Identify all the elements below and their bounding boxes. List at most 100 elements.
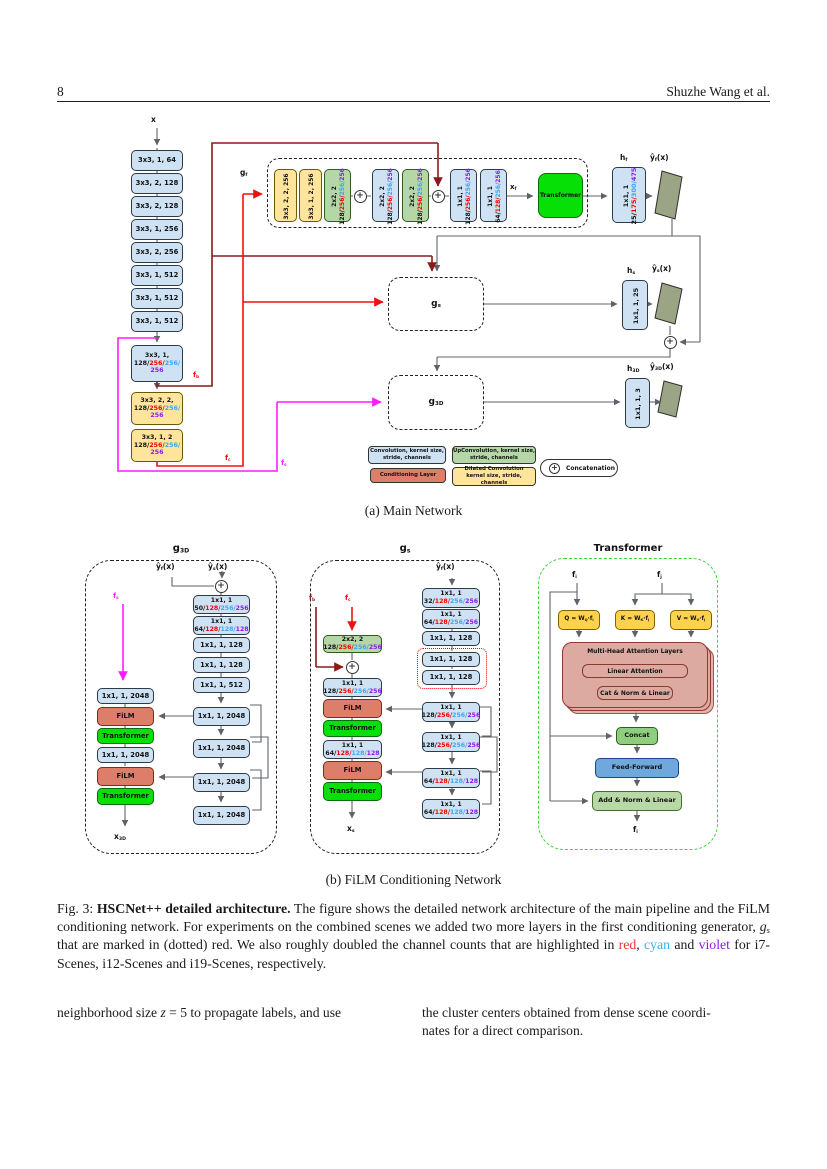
fc-lines — [156, 194, 244, 467]
dilated-conv-block: 3x3, 1, 2, 256 — [299, 169, 322, 222]
conv-block: 3x3, 2, 128 — [131, 173, 183, 194]
figure-caption: Fig. 3: HSCNet++ detailed architecture. … — [57, 901, 771, 971]
fb-lines — [156, 142, 438, 667]
concat-icon: + — [663, 335, 677, 349]
transformer-block: Transformer — [323, 720, 382, 737]
fs-lines — [117, 337, 278, 472]
cat-norm-linear-block: Cat & Norm & Linear — [597, 686, 673, 700]
g3d-generator-box: g3D — [388, 375, 484, 430]
h3d-label: h3D — [627, 364, 640, 375]
film-block: FiLM — [97, 767, 154, 786]
concat-icon: + — [353, 189, 367, 203]
conv-block: 3x3, 2, 128 — [131, 196, 183, 217]
hs-conv-block: 1x1, 1, 25 — [622, 280, 648, 330]
gs-fb-label: fb — [309, 594, 316, 603]
y3d-label: ŷ3D(x) — [650, 362, 674, 373]
concat-icon: + — [431, 189, 445, 203]
conv-block: 1x1, 1, 128 — [193, 637, 250, 653]
gs-panel-title: gs — [399, 543, 411, 555]
transformer-block: Transformer — [323, 782, 382, 801]
conv-block: 1x1, 1, 2048 — [193, 707, 250, 726]
g3d-panel-title: g3D — [172, 543, 190, 555]
running-title: Shuzhe Wang et al. — [666, 84, 770, 99]
fb-arrows — [316, 143, 443, 672]
added-layers-dotted-box — [417, 648, 487, 689]
g3d-output-label: x3D — [114, 832, 126, 843]
legend-convolution: Convolution, kernel size,stride, channel… — [368, 446, 446, 464]
input-x-label: x — [151, 115, 156, 124]
legend-conditioning-layer: Conditioning Layer — [370, 468, 446, 483]
conv-block: 3x3, 2, 256 — [131, 242, 183, 263]
block-text: 1x1, 1, 25 — [631, 287, 640, 325]
conv-block: 3x3, 1, 512 — [131, 265, 183, 286]
gs-generator-box: gs — [388, 277, 484, 331]
hs-label: hs — [627, 266, 636, 277]
g3d-input-ys: ŷs(x) — [208, 562, 228, 573]
concat-icon: + — [549, 462, 560, 474]
query-block: Q = WQ·fi — [558, 610, 600, 630]
fc-label: fc — [225, 454, 231, 463]
hf-label: hf — [620, 153, 628, 164]
h3d-conv-block: 1x1, 1, 3 — [625, 378, 650, 428]
concat-icon: + — [214, 579, 228, 593]
page-number: 8 — [57, 84, 64, 99]
fj-label: fj — [657, 570, 662, 581]
transformer-block: Transformer — [97, 728, 154, 744]
concat-icon: + — [345, 660, 359, 674]
conv-block: 1x1, 1, 512 — [193, 677, 250, 693]
conv-block: 1x1, 1, 128 — [193, 657, 250, 673]
block-text: 3x3, 1, 2, 256 — [307, 173, 315, 220]
fi-output-label: fi — [633, 825, 638, 836]
fb-label: fb — [193, 371, 200, 380]
fi-label: fi — [572, 570, 577, 581]
transformer-panel-title: Transformer — [593, 543, 663, 554]
body-column-right: the cluster centers obtained from dense … — [422, 1005, 711, 1038]
body-column-left: neighborhood size z = 5 to propagate lab… — [57, 1005, 342, 1020]
dilated-conv-block: 3x3, 2, 2,128/256/256/256 — [131, 392, 183, 425]
film-block: FiLM — [323, 699, 382, 718]
conv-block-added: 1x1, 1, 128 — [422, 652, 480, 667]
g3d-input-yf: ŷf(x) — [156, 562, 175, 573]
header-rule — [57, 101, 770, 102]
conv-block: 1x1, 1, 128 — [422, 631, 480, 646]
gs-panel-box — [310, 560, 500, 854]
conv-block: 1x1, 1, 2048 — [97, 688, 154, 704]
ys-label: ŷs(x) — [652, 264, 672, 275]
g3d-panel-box — [85, 560, 277, 854]
gf-label: gf — [240, 168, 248, 179]
dilated-conv-block: 3x3, 2, 2, 256 — [274, 169, 297, 222]
transformer-panel-box — [538, 558, 718, 850]
xf-label: xf — [510, 183, 517, 192]
value-block: V = WV·fj — [670, 610, 712, 630]
conv-block: 3x3, 1, 256 — [131, 219, 183, 240]
linear-attention-block: Linear Attention — [582, 664, 688, 678]
film-block: FiLM — [323, 761, 382, 780]
legend-upconvolution: UpConvolution, kernel size,stride, chann… — [452, 446, 536, 464]
bottleneck-conv-block: 3x3, 1,128/256/256/256 — [131, 345, 183, 382]
gs-fc-label: fc — [345, 594, 351, 603]
block-text: 3x3, 2, 2, 256 — [282, 173, 290, 220]
output-map-y3d — [657, 380, 683, 418]
gray-arrows — [121, 128, 700, 827]
conv-block: 1x1, 1, 2048 — [193, 739, 250, 758]
